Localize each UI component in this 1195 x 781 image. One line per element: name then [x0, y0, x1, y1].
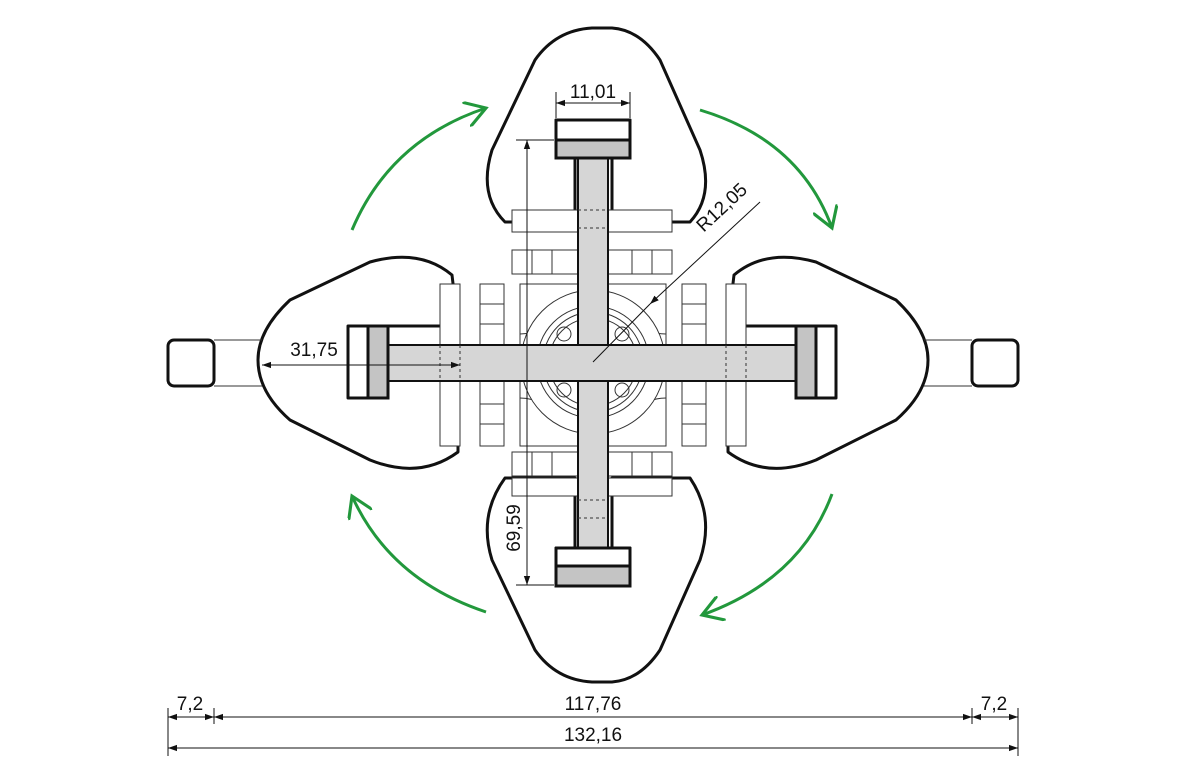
dimension-seat-reach: 31,75 [262, 340, 460, 369]
end-block-left [166, 338, 262, 388]
dimension-side-right-label: 7,2 [981, 694, 1007, 715]
rotation-arrow-top-right [699, 108, 832, 228]
dimension-seat-width-label: 11,01 [570, 82, 616, 103]
seat-left [346, 324, 390, 400]
dimension-middle-label: 117,76 [565, 694, 622, 715]
rotation-arrow-bottom-left [352, 496, 487, 614]
dimension-arm-length: 69,59 [504, 139, 554, 586]
seat-right [794, 324, 838, 400]
dimension-seat-reach-label: 31,75 [290, 340, 338, 361]
rotation-arrow-top-left [350, 108, 486, 231]
dimension-arm-length-label: 69,59 [504, 504, 525, 552]
seat-top [554, 118, 632, 160]
dimension-total-label: 132,16 [564, 725, 622, 746]
end-block-right [924, 338, 1020, 388]
seat-bottom [554, 546, 632, 588]
dimension-seat-width: 11,01 [555, 82, 631, 118]
cross-beams [379, 154, 806, 571]
dimension-chain-bottom: 7,2 117,76 7,2 132,16 [167, 694, 1019, 756]
dimension-side-left-label: 7,2 [177, 694, 203, 715]
rotation-arrow-bottom-right [702, 493, 834, 615]
